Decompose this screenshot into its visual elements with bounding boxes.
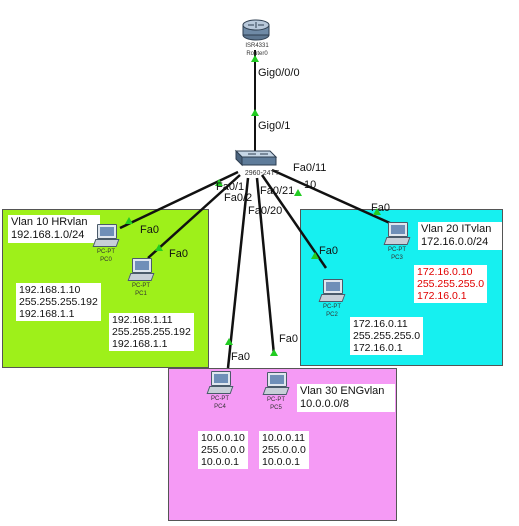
pc4-name: PC4 [214, 404, 226, 410]
port-fa0-2: Fa0/2 [224, 192, 253, 204]
pc4-type: PC-PT [211, 396, 229, 402]
link-up-indicator [225, 338, 233, 345]
switch-icon [234, 149, 278, 167]
vlan20-info: Vlan 20 ITvlan 172.16.0.0/24 [418, 222, 502, 250]
pc2-type: PC-PT [323, 304, 341, 310]
link-switch-pc5 [255, 177, 276, 356]
pc2-ip-config: 172.16.0.11 255.255.255.0 172.16.0.1 [350, 317, 424, 355]
port-pc5-fa0: Fa0 [279, 333, 298, 345]
port-pc0-fa0: Fa0 [140, 224, 159, 236]
port-pc2-fa0: Fa0 [319, 245, 338, 257]
port-fa0-21: Fa0/21 [260, 185, 295, 197]
vlan10-info: Vlan 10 HRvlan 192.168.1.0/24 [8, 215, 100, 243]
pc5-mask: 255.0.0.0 [262, 444, 306, 456]
port-fa0-10: 10 [304, 179, 317, 191]
pc4-mask: 255.0.0.0 [201, 444, 245, 456]
pc5-ip-config: 10.0.0.11 255.0.0.0 10.0.0.1 [259, 431, 309, 469]
pc4-gateway: 10.0.0.1 [201, 456, 239, 468]
link-up-indicator [155, 244, 163, 251]
port-fa0-1: Fa0/1 [216, 181, 245, 193]
pc1-name: PC1 [135, 291, 147, 297]
pc1-ip: 192.168.1.11 [112, 314, 173, 326]
pc3-mask: 255.255.255.0 [417, 278, 485, 290]
pc0-name: PC0 [100, 257, 112, 263]
pc4-ip: 10.0.0.10 [201, 432, 245, 444]
port-switch-gig: Gig0/1 [258, 120, 291, 132]
link-switch-pc1 [147, 174, 241, 259]
pc5-name: PC5 [270, 405, 282, 411]
pc0-type: PC-PT [97, 249, 115, 255]
pc-icon [318, 279, 346, 302]
pc0-ip: 192.168.1.10 [19, 284, 81, 296]
pc-icon [127, 258, 155, 281]
pc0-gateway: 192.168.1.1 [19, 308, 75, 320]
link-up-indicator [251, 55, 259, 62]
pc2-ip: 172.16.0.11 [353, 318, 408, 330]
link-up-indicator [270, 349, 278, 356]
router-model-label: ISR4331 [245, 43, 269, 49]
pc2-mask: 255.255.255.0 [353, 330, 421, 342]
pc-icon [206, 371, 234, 394]
pc3-name: PC3 [391, 255, 403, 261]
vlan20-title: Vlan 20 ITvlan [421, 223, 492, 235]
vlan30-network: 10.0.0.0/8 [300, 398, 349, 410]
pc1-mask: 255.255.255.192 [112, 326, 191, 338]
vlan20-network: 172.16.0.0/24 [421, 236, 489, 248]
pc3-type: PC-PT [388, 247, 406, 253]
pc1-gateway: 192.168.1.1 [112, 338, 168, 350]
link-up-indicator [373, 208, 381, 215]
port-router-gig: Gig0/0/0 [258, 67, 300, 79]
port-fa0-20: Fa0/20 [248, 205, 283, 217]
link-switch-pc4 [226, 177, 250, 369]
pc0-mask: 255.255.255.192 [19, 296, 98, 308]
pc2-gateway: 172.16.0.1 [353, 342, 403, 354]
router-icon [242, 19, 270, 41]
link-up-indicator [125, 217, 133, 224]
pc0-ip-config: 192.168.1.10 255.255.255.192 192.168.1.1 [16, 283, 101, 321]
pc5-gateway: 10.0.0.1 [262, 456, 300, 468]
pc3-ip: 172.16.0.10 [417, 266, 473, 278]
pc-icon [383, 222, 411, 245]
port-pc1-fa0: Fa0 [169, 248, 188, 260]
link-switch-pc2 [260, 174, 328, 269]
link-up-indicator [215, 179, 223, 186]
pc2-name: PC2 [326, 312, 338, 318]
pc4-ip-config: 10.0.0.10 255.0.0.0 10.0.0.1 [198, 431, 248, 469]
pc-icon [262, 372, 290, 395]
pc3-gateway: 172.16.0.1 [417, 290, 467, 302]
pc3-ip-config: 172.16.0.10 255.255.255.0 172.16.0.1 [414, 265, 488, 303]
port-pc4-fa0: Fa0 [231, 351, 250, 363]
vlan10-title: Vlan 10 HRvlan [11, 216, 88, 228]
pc1-ip-config: 192.168.1.11 255.255.255.192 192.168.1.1 [109, 313, 194, 351]
port-pc3-fa0: Fa0 [371, 202, 390, 214]
vlan10-network: 192.168.1.0/24 [11, 229, 85, 241]
pc5-type: PC-PT [267, 397, 285, 403]
link-up-indicator [311, 252, 319, 259]
port-fa0-11: Fa0/11 [293, 162, 327, 174]
link-up-indicator [294, 189, 302, 196]
vlan30-info: Vlan 30 ENGvlan 10.0.0.0/8 [297, 384, 395, 412]
link-up-indicator [251, 109, 259, 116]
link-switch-pc3 [271, 168, 393, 226]
pc-icon [92, 224, 120, 247]
pc1-type: PC-PT [132, 283, 150, 289]
router-name-label: Router0 [246, 51, 268, 57]
pc5-ip: 10.0.0.11 [262, 432, 306, 444]
vlan30-title: Vlan 30 ENGvlan [300, 385, 385, 397]
switch-model-label: 2960-24TT [244, 170, 280, 177]
